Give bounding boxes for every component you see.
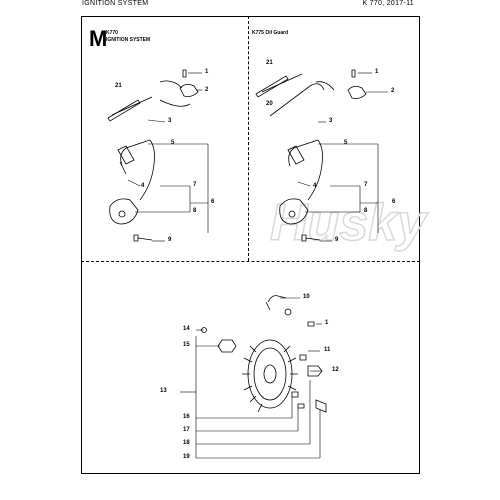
callout-right-4: 4 [313,183,317,189]
callout-right-8: 8 [364,208,368,214]
callout-left-9: 9 [168,237,172,243]
flywheel-assembly [201,295,327,413]
callout-right-9: 9 [335,237,339,243]
callout-left-1: 1 [205,69,209,75]
panel-divider-vertical [248,16,249,261]
callout-right-21: 21 [266,60,273,66]
left-panel-title: IGNITION SYSTEM [106,37,151,43]
page-header-model-date: K 770, 2017-11 [362,0,414,7]
callout-right-6: 6 [392,199,396,205]
callout-left-7: 7 [193,182,197,188]
callout-bottom-14: 14 [183,326,190,332]
callout-left-4: 4 [141,183,145,189]
callout-left-8: 8 [193,208,197,214]
panel-divider-horizontal [81,261,420,262]
callout-bottom-18: 18 [183,440,190,446]
callout-bottom-19: 19 [183,454,190,460]
right-panel-title: K775 Oil Guard [252,30,289,36]
callout-right-5: 5 [344,140,348,146]
callout-left-2: 2 [205,87,209,93]
callout-bottom-12: 12 [332,367,339,373]
left-ignition-assembly [107,69,199,242]
right-ignition-assembly [255,69,367,242]
callout-left-6: 6 [211,199,215,205]
callout-left-3: 3 [168,118,172,124]
callout-bottom-15: 15 [183,342,190,348]
callout-right-1: 1 [375,69,379,75]
diagram-frame [81,16,420,474]
callout-bottom-17: 17 [183,427,190,433]
callout-left-21: 21 [115,83,122,89]
callout-right-7: 7 [364,182,368,188]
callout-right-2: 2 [391,88,395,94]
callout-bottom-13: 13 [160,388,167,394]
page-header-title: IGNITION SYSTEM [82,0,149,7]
left-panel-model: K770 [106,30,118,36]
callout-right-3: 3 [329,118,333,124]
callout-bottom-10: 10 [303,294,310,300]
callout-bottom-11: 11 [324,347,331,353]
section-letter: M [89,26,108,51]
callout-bottom-1: 1 [325,320,329,326]
callout-right-20: 20 [266,101,273,107]
callout-bottom-16: 16 [183,414,190,420]
callout-left-5: 5 [171,140,175,146]
